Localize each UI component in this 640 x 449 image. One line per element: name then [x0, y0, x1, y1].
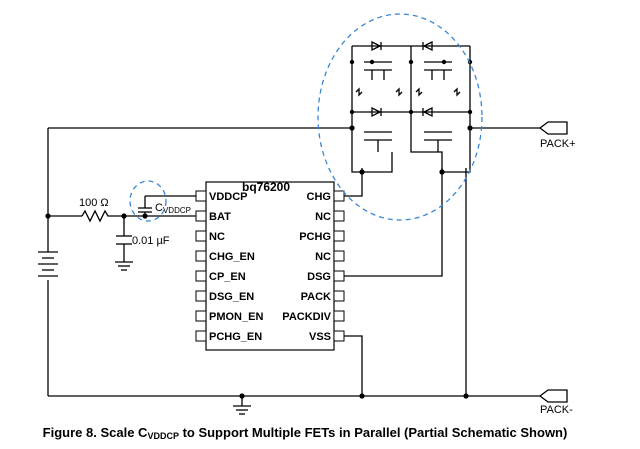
- pack-plus-label: PACK+: [540, 138, 576, 150]
- cvddcp-label: CVDDCP: [155, 202, 191, 215]
- resistor-100-ohm: 100 Ω: [79, 197, 110, 223]
- left-pin-box: [195, 330, 207, 342]
- right-pin-label: PACK: [301, 291, 331, 303]
- battery-symbol: [38, 251, 58, 277]
- ground-symbol-left: [115, 261, 133, 271]
- terminal-pack-plus: PACK+: [538, 121, 576, 150]
- right-pin-label: DSG: [307, 271, 331, 283]
- ic-name: bq76200: [242, 180, 290, 194]
- right-pin-label: NC: [315, 211, 331, 223]
- right-pin-box: [333, 270, 345, 282]
- right-pin-box: [333, 290, 345, 302]
- right-pin-box: [333, 250, 345, 262]
- left-pin-box: [195, 230, 207, 242]
- right-pin-label: CHG: [307, 191, 331, 203]
- right-pin-label: NC: [315, 251, 331, 263]
- wires: [47, 127, 540, 406]
- left-pin-label: PMON_EN: [209, 311, 263, 323]
- right-pin-label: PCHG: [299, 231, 331, 243]
- capacitor-001uf: 0.01 µF: [116, 235, 170, 247]
- ground-symbol-bottom: [233, 405, 251, 415]
- pack-minus-label: PACK-: [540, 404, 573, 416]
- right-pin-label: PACKDIV: [282, 311, 331, 323]
- left-pin-box: [195, 210, 207, 222]
- left-pin-label: NC: [209, 231, 225, 243]
- capacitor-001uf-label: 0.01 µF: [132, 235, 170, 247]
- left-pin-label: PCHG_EN: [209, 331, 262, 343]
- right-pin-box: [333, 190, 345, 202]
- left-pin-box: [195, 290, 207, 302]
- left-pin-label: CHG_EN: [209, 251, 255, 263]
- terminal-pack-minus: PACK-: [538, 389, 573, 416]
- left-pin-label: CP_EN: [209, 271, 246, 283]
- left-pin-label: VDDCP: [209, 191, 248, 203]
- ic-bq76200: bq76200 VDDCP BAT NC CHG_EN CP_EN DSG_EN PMON_…: [195, 180, 345, 351]
- right-pin-box: [333, 210, 345, 222]
- left-pin-box: [195, 250, 207, 262]
- left-pin-box: [195, 270, 207, 282]
- right-pin-label: VSS: [309, 331, 331, 343]
- fet-array: [349, 40, 473, 173]
- cvddcp-highlight-ellipse: [129, 180, 167, 222]
- left-pin-box: [195, 190, 207, 202]
- resistor-label: 100 Ω: [79, 197, 109, 209]
- right-pin-box: [333, 310, 345, 322]
- right-pin-box: [333, 230, 345, 242]
- fet-highlight-ellipse: [317, 13, 483, 221]
- left-pin-box: [195, 310, 207, 322]
- left-pin-label: BAT: [209, 211, 231, 223]
- right-pin-box: [333, 330, 345, 342]
- capacitor-cvddcp: CVDDCP: [138, 202, 191, 215]
- figure-caption: Figure 8. Scale CVDDCP to Support Multip…: [42, 425, 568, 441]
- left-pin-label: DSG_EN: [209, 291, 254, 303]
